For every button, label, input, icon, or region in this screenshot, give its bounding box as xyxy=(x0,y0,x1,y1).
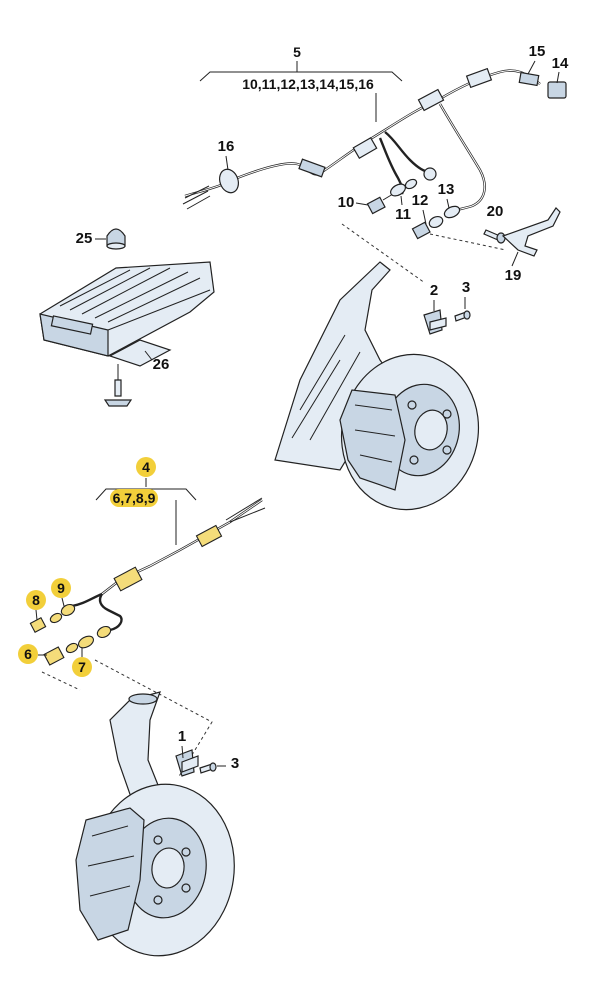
callout-4: 4 xyxy=(142,459,150,475)
callout-26: 26 xyxy=(153,356,170,373)
callout-3-rear: 3 xyxy=(462,279,470,296)
callout-15: 15 xyxy=(529,43,546,60)
rear-harness-icon xyxy=(182,67,567,240)
callout-5: 5 xyxy=(293,44,301,60)
callout-7: 7 xyxy=(78,659,86,675)
caliper-icon xyxy=(75,807,145,941)
callout-8: 8 xyxy=(32,592,40,608)
callout-12: 12 xyxy=(412,192,429,209)
callout-1: 1 xyxy=(178,728,186,745)
callout-19: 19 xyxy=(505,267,522,284)
callout-16: 16 xyxy=(218,138,235,155)
abs-sensor-icon xyxy=(423,309,447,335)
control-unit-group: 25 26 xyxy=(39,228,215,407)
bolt-icon xyxy=(199,762,217,774)
caliper-icon xyxy=(339,389,406,491)
front-harness-group: 4 6,7,8,9 8 9 6 xyxy=(18,457,266,779)
rear-wheel-group: 2 3 xyxy=(274,261,480,511)
bolt-icon xyxy=(483,229,506,244)
callout-2: 2 xyxy=(430,282,438,299)
cap-nut-icon xyxy=(106,228,126,250)
group-list-front: 6,7,8,9 xyxy=(113,490,156,506)
callout-6: 6 xyxy=(24,646,32,662)
callout-9: 9 xyxy=(57,580,65,596)
connector-14-icon xyxy=(547,81,567,99)
group-bracket-5 xyxy=(199,71,403,82)
front-harness-icon xyxy=(29,497,266,666)
rear-harness-group: 5 10,11,12,13,14,15,16 xyxy=(182,43,569,284)
front-wheel-group: 1 3 xyxy=(75,691,239,957)
callout-3-front: 3 xyxy=(231,755,239,772)
callout-10: 10 xyxy=(338,194,355,211)
callout-11: 11 xyxy=(395,206,411,223)
control-unit-icon xyxy=(39,261,215,380)
bolt-icon xyxy=(454,310,471,322)
callout-14: 14 xyxy=(552,55,569,72)
abs-sensor-icon xyxy=(175,749,199,777)
group-list-rear: 10,11,12,13,14,15,16 xyxy=(242,76,374,92)
bolt-icon xyxy=(103,379,133,407)
callout-13: 13 xyxy=(438,181,455,198)
callout-20: 20 xyxy=(487,203,504,220)
bracket-icon xyxy=(501,207,561,257)
callout-25: 25 xyxy=(76,230,93,247)
